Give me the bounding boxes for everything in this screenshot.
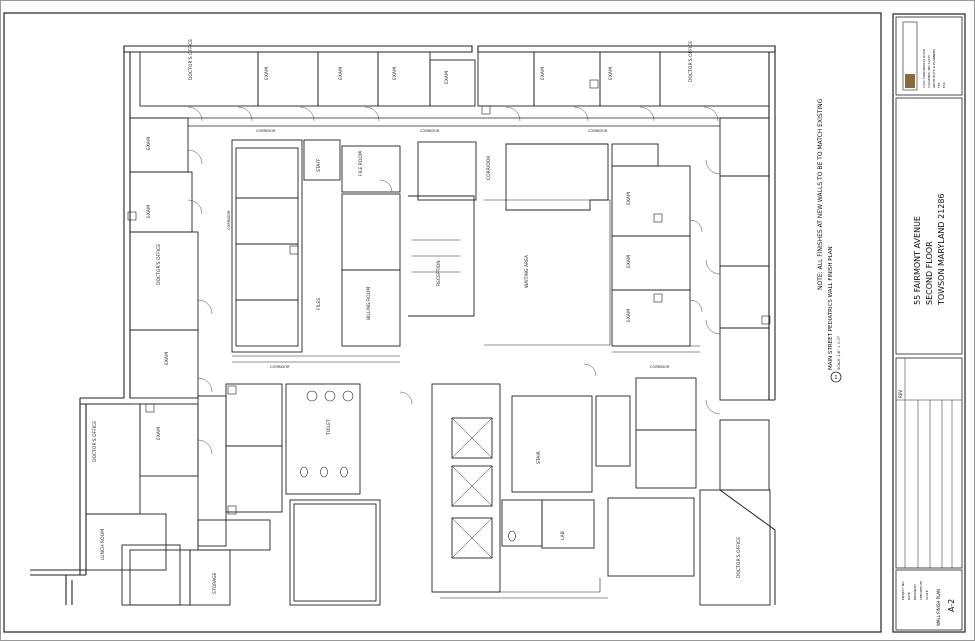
room-label-r29: DOCTOR'S OFFICE <box>736 537 742 578</box>
sheet-number: A-2 <box>947 599 956 612</box>
room-label-r8: DOCTOR'S OFFICE <box>688 41 694 82</box>
sheet-caption: WALL FINISH PLAN <box>936 589 941 626</box>
room-label-r22: WAITING AREA <box>524 254 530 288</box>
room-label-r2: EXAM <box>264 67 270 80</box>
field-label: SCALE <box>925 590 929 600</box>
corridor-labels: CORRIDOR CORRIDOR CORRIDOR CORRIDOR CORR… <box>227 129 670 369</box>
project-title: 55 FAIRMONT AVENUE <box>913 216 922 305</box>
logo-line: 5405 TWIN KNOLLS ROAD <box>922 48 926 88</box>
field-label: CHECKED BY <box>919 581 923 600</box>
logo-line: COLUMBIA, MD 21045 <box>927 55 931 88</box>
logo-line: ARCHITECTS & PLANNERS <box>932 49 936 88</box>
drawing-number-bubble <box>830 371 842 383</box>
floor-plan <box>30 45 776 606</box>
room-label-r28: LUNCH ROOM <box>100 529 106 560</box>
corridor-label: CORRIDOR <box>227 210 231 230</box>
project-floor: SECOND FLOOR <box>925 241 934 305</box>
logo-mark <box>902 21 918 91</box>
room-label-r19: FILE ROOM <box>358 151 364 176</box>
logo-swatch <box>905 74 915 88</box>
room-label-r13: DOCTOR'S OFFICE <box>92 421 98 462</box>
plan-annotations: NOTE: ALL FINISHES AT NEW WALLS TO BE TO… <box>817 98 842 383</box>
room-label-r25: STAIR <box>536 451 542 464</box>
logo-box <box>895 16 963 96</box>
field-label: DATE <box>907 592 911 600</box>
room-label-r10: EXAM <box>146 205 152 218</box>
room-label-r5: EXAM <box>444 71 450 84</box>
room-label-r24: BILLING ROOM <box>366 287 372 320</box>
drawing-number: 1 <box>834 375 837 381</box>
revision-box <box>895 357 963 569</box>
logo-line: TEL: <box>937 82 941 89</box>
corridor-label: CORRIDOR <box>650 365 670 369</box>
field-label: PROJECT NO. <box>901 581 905 600</box>
title-block: 5405 TWIN KNOLLS ROAD COLUMBIA, MD 21045… <box>892 13 966 633</box>
room-label-r20: CORRIDOR <box>486 156 492 180</box>
room-label-r11: DOCTOR'S OFFICE <box>156 244 162 285</box>
logo-line: FAX: <box>942 81 946 88</box>
room-label-r12: EXAM <box>164 352 170 365</box>
room-label-r30: STORAGE <box>212 572 218 594</box>
room-label-r1: DOCTOR'S OFFICE <box>188 39 194 80</box>
plan-note: NOTE: ALL FINISHES AT NEW WALLS TO BE TO… <box>817 98 824 290</box>
project-location: TOWSON MARYLAND 21286 <box>937 193 946 306</box>
room-label-r14: EXAM <box>156 427 162 440</box>
room-label-r23: FILES <box>316 298 322 310</box>
sheet-info-box <box>895 569 963 631</box>
room-label-r26: LAB <box>560 531 566 540</box>
drawing-title: MAIN STREET PEDIATRICS WALL FINISH PLAN <box>828 246 834 370</box>
title-block-frame <box>892 13 966 633</box>
project-box <box>895 97 963 355</box>
room-label-r18: STAFF <box>316 158 322 172</box>
room-label-r21: RECEPTION <box>436 260 442 286</box>
drawing-frame <box>3 12 882 633</box>
corridor-label: CORRIDOR <box>256 129 276 133</box>
room-label-r4: EXAM <box>392 67 398 80</box>
drawing-scale: SCALE: 1/8" = 1'-0" <box>837 335 841 370</box>
corridor-label: CORRIDOR <box>588 129 608 133</box>
room-label-r9: EXAM <box>146 137 152 150</box>
corridor-label: CORRIDOR <box>270 365 290 369</box>
room-label-r7: EXAM <box>608 67 614 80</box>
room-label-r17: EXAM <box>626 309 632 322</box>
field-label: DRAWN BY <box>913 584 917 600</box>
room-label-r15: EXAM <box>626 192 632 205</box>
room-label-r3: EXAM <box>338 67 344 80</box>
revision-header: REV <box>898 390 903 398</box>
room-label-r16: EXAM <box>626 255 632 268</box>
room-labels: DOCTOR'S OFFICE EXAM EXAM EXAM EXAM EXAM… <box>92 39 742 594</box>
corridor-label: CORRIDOR <box>420 129 440 133</box>
room-label-r6: EXAM <box>540 67 546 80</box>
room-label-r27: TOILET <box>326 419 332 436</box>
revision-grid <box>896 358 962 568</box>
